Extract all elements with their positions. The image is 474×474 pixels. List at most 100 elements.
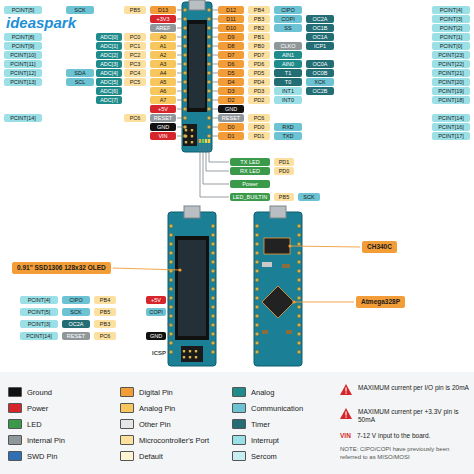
header-pin	[195, 350, 197, 352]
pin-hole	[169, 233, 173, 237]
leader-line	[177, 10, 183, 11]
pin-label: PB1	[248, 33, 270, 41]
led-label: PB5	[274, 193, 294, 201]
pin-label: PCINT[3]	[432, 15, 470, 23]
legend-text: Other Pin	[139, 420, 171, 429]
pin-label: ADC[3]	[96, 60, 122, 68]
pin-hole	[297, 260, 301, 264]
pin-label: A2	[150, 51, 176, 59]
pin-label: SS	[274, 24, 302, 32]
legend-swatch	[232, 419, 246, 429]
pin-label: SCL	[66, 78, 94, 86]
leader-line	[167, 324, 172, 325]
pin-hole	[297, 314, 301, 318]
pin-label: PD0	[248, 123, 270, 131]
pin-hole	[297, 287, 301, 291]
icsp-label: SCK	[62, 308, 90, 316]
legend-text: Analog	[251, 388, 274, 397]
header-pin	[189, 350, 191, 352]
pin-label: +3V3	[150, 15, 176, 23]
leader-line	[177, 118, 183, 119]
pin-label: PD4	[248, 78, 270, 86]
pin-label: ICP1	[306, 42, 334, 50]
legend-text: Communication	[251, 404, 303, 413]
pin-label: SCK	[66, 6, 94, 14]
pin-hole	[297, 323, 301, 327]
pin-label: PB0	[248, 42, 270, 50]
pin-label: A4	[150, 69, 176, 77]
pin-label: OC1B	[306, 24, 334, 32]
legend-item: Interrupt	[232, 434, 279, 446]
header-pin	[195, 356, 197, 358]
pin-label: CLKO	[274, 42, 302, 50]
legend-item: Other Pin	[120, 418, 171, 430]
legend-swatch	[232, 387, 246, 397]
pin-label: ADC[5]	[96, 78, 122, 86]
leader-line	[211, 28, 218, 29]
pin-label: PCINT[22]	[432, 60, 470, 68]
pin-hole	[183, 8, 187, 12]
pin-label: ADC[4]	[96, 69, 122, 77]
pin-hole	[211, 287, 215, 291]
leader-line	[211, 127, 218, 128]
icsp-label: COPI	[146, 308, 166, 316]
icsp-label: PB3	[94, 320, 116, 328]
pin-hole	[207, 35, 211, 39]
pin-label: D13	[150, 6, 176, 14]
pin-hole	[297, 332, 301, 336]
pin-label: PCINT[16]	[432, 123, 470, 131]
pin-label: PCINT[19]	[432, 87, 470, 95]
icsp-label: +5V	[146, 296, 166, 304]
leader-line	[177, 91, 183, 92]
pin-hole	[169, 287, 173, 291]
pin-hole	[183, 116, 187, 120]
legend-swatch	[120, 419, 134, 429]
pin-label: RXD	[274, 123, 302, 131]
leader-line	[177, 55, 183, 56]
legend-text: Power	[27, 404, 48, 413]
pin-label: AIN1	[274, 51, 302, 59]
pin-hole	[297, 278, 301, 282]
leader-line	[177, 37, 183, 38]
pin-label: PC6	[248, 114, 270, 122]
leader-line	[206, 144, 229, 171]
leader-line	[177, 127, 183, 128]
pin-label: XCK	[306, 78, 334, 86]
legend-swatch	[120, 403, 134, 413]
pin-label: PCINT[12]	[4, 69, 42, 77]
pin-label: A7	[150, 96, 176, 104]
header-pin	[185, 135, 187, 137]
pin-hole	[255, 260, 259, 264]
callout-leader	[294, 302, 354, 303]
legend-swatch	[232, 435, 246, 445]
pin-hole	[207, 8, 211, 12]
icsp-label: PC6	[94, 332, 116, 340]
led-label: RX LED	[230, 167, 270, 175]
note-text: MAXIMUM current per +3.3V pin is 50mA	[358, 408, 470, 424]
pin-hole	[183, 80, 187, 84]
leader-line	[211, 118, 218, 119]
leader-line	[211, 100, 218, 101]
leader-line	[209, 144, 229, 162]
pin-hole	[255, 296, 259, 300]
pin-hole	[183, 125, 187, 129]
pin-label: A1	[150, 42, 176, 50]
pin-label: ADC[7]	[96, 96, 122, 104]
pin-label: RESET	[150, 114, 176, 122]
led-label: LED_BUILTIN	[230, 193, 270, 201]
led-label: Power	[230, 180, 270, 188]
pin-label: PCINT[10]	[4, 51, 42, 59]
pin-label: ADC[2]	[96, 51, 122, 59]
header-pin	[185, 141, 187, 143]
pin-label: D4	[218, 78, 244, 86]
pin-hole	[183, 44, 187, 48]
pin-label: D10	[218, 24, 244, 32]
legend-swatch	[8, 435, 22, 445]
pin-label: PCINT[5]	[4, 6, 42, 14]
legend-text: Default	[139, 452, 163, 461]
pin-label: PC5	[124, 78, 146, 86]
pin-hole	[211, 224, 215, 228]
callout-dot	[292, 300, 295, 303]
callout-text: CH340C	[367, 243, 392, 251]
pin-hole	[183, 98, 187, 102]
